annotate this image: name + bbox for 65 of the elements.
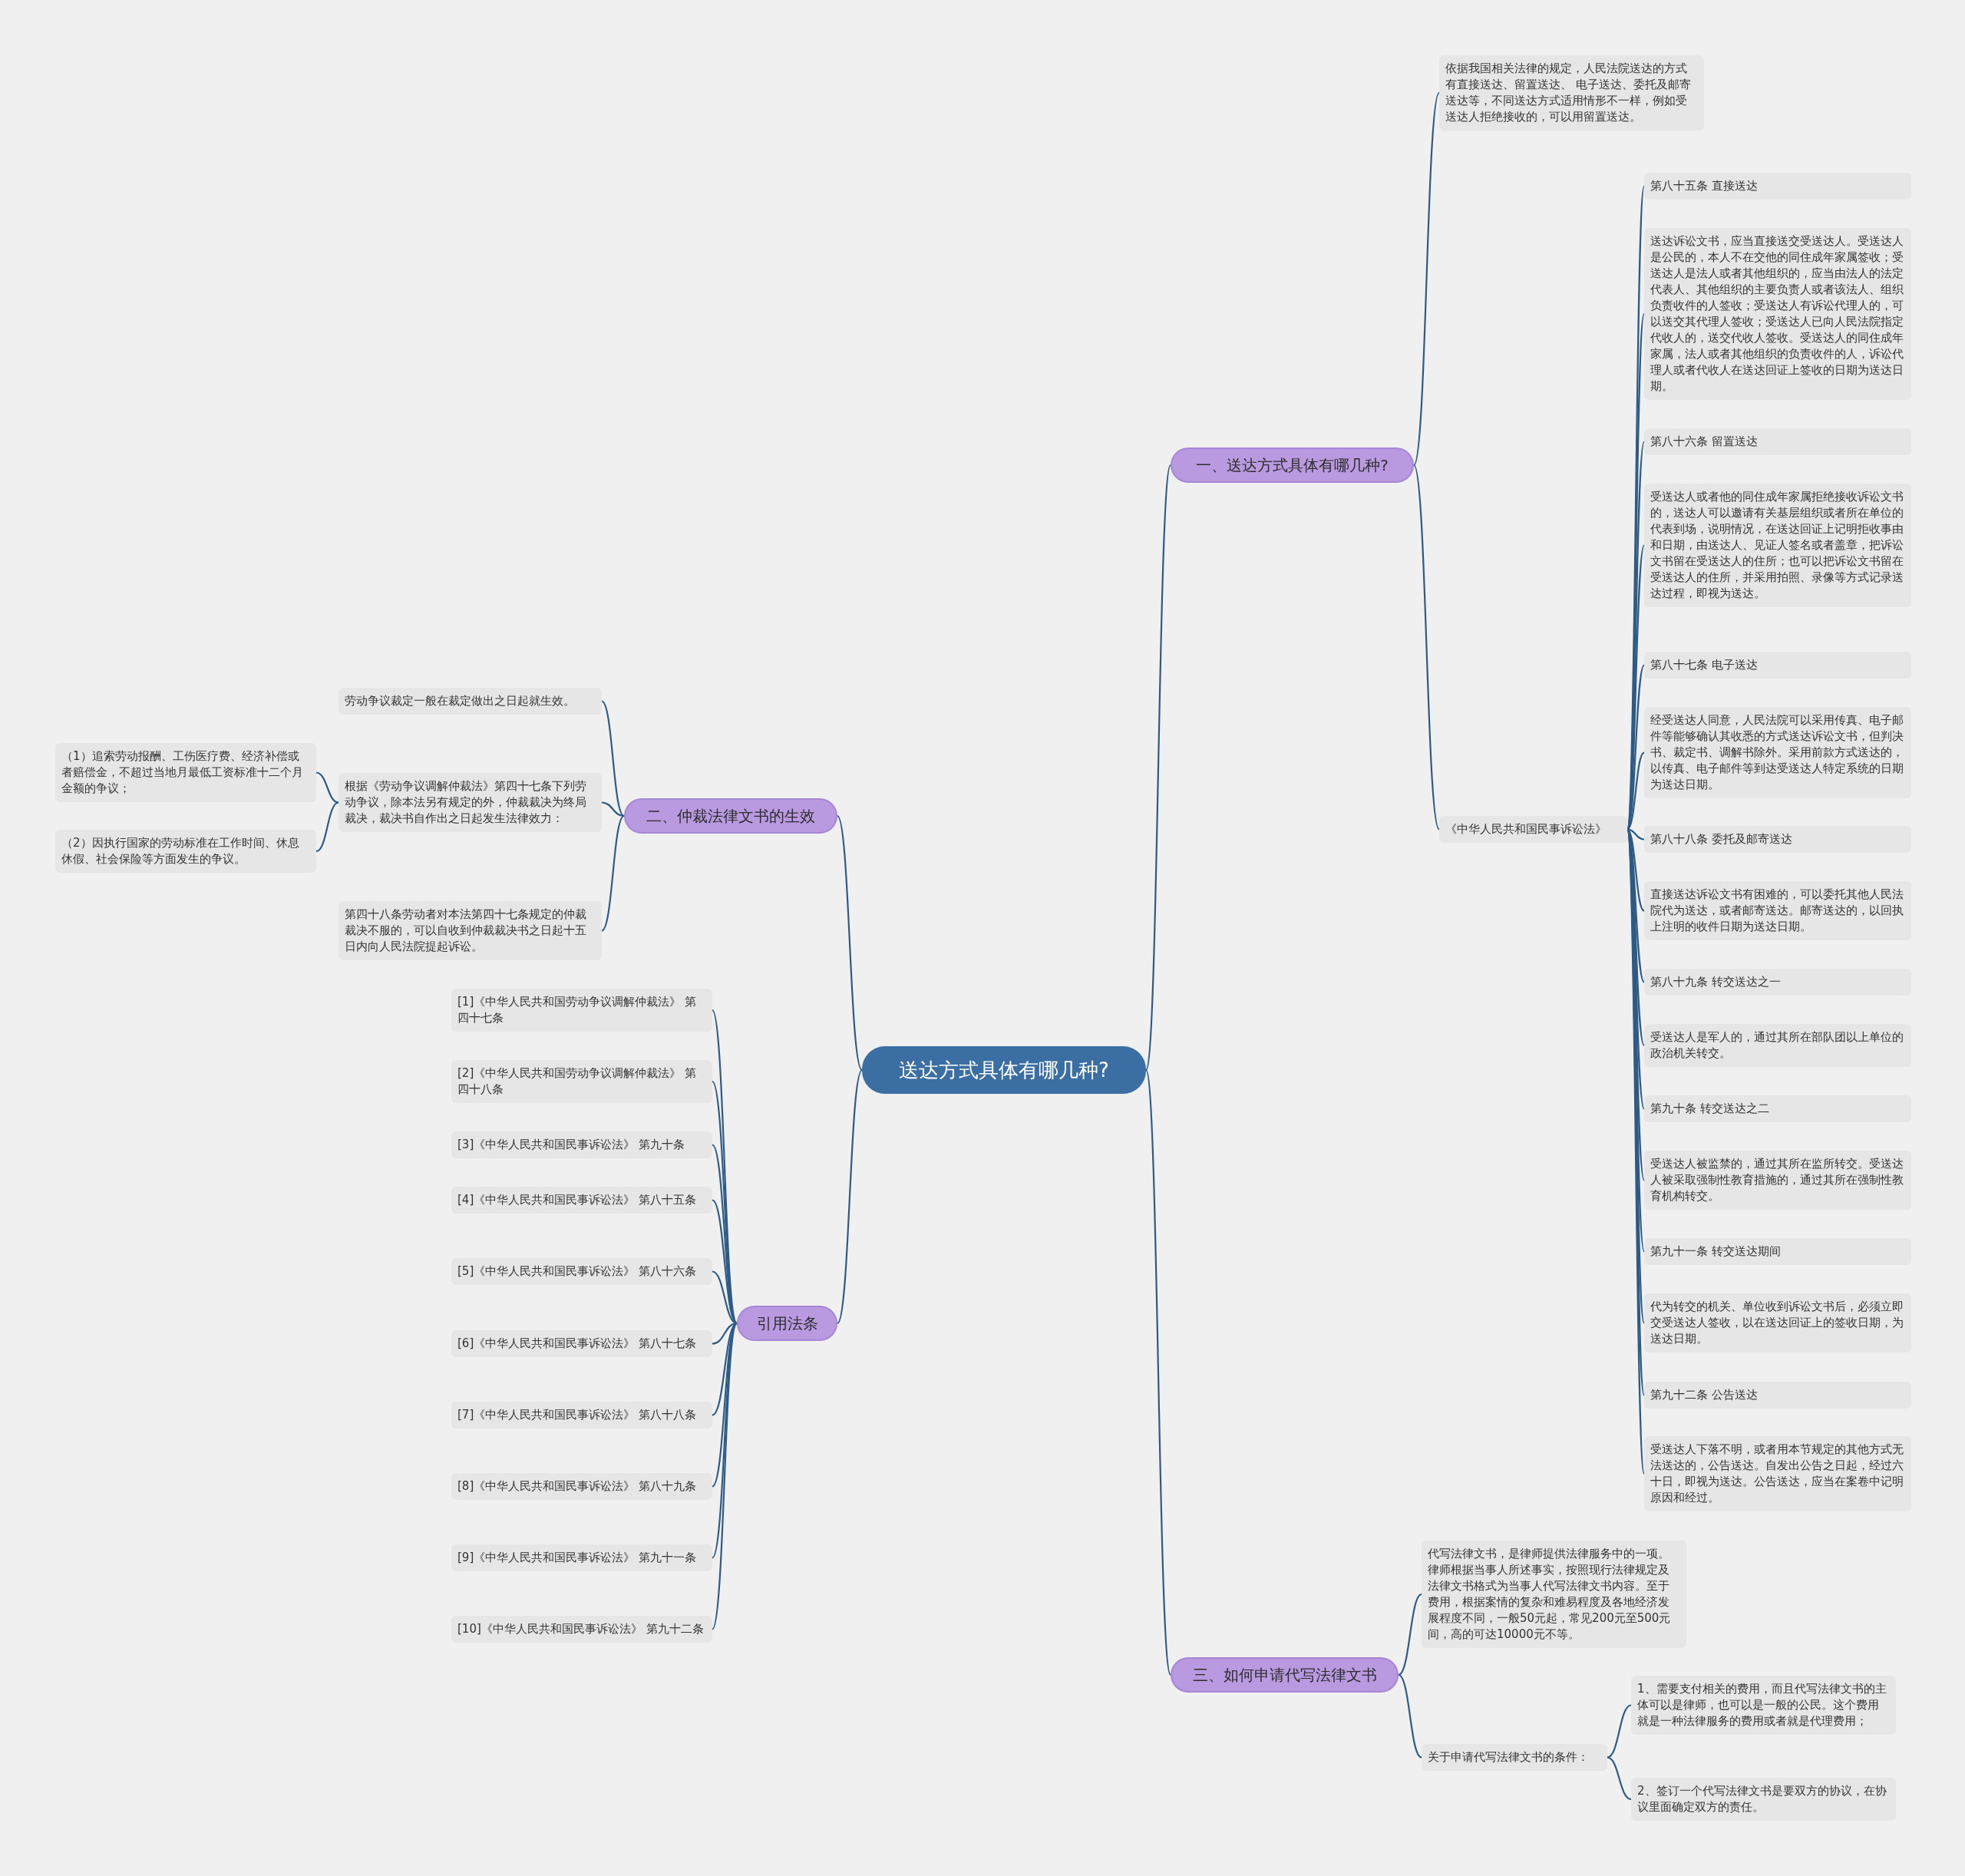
note-box: 关于申请代写法律文书的条件： [1422,1744,1607,1771]
root-topic: 送达方式具体有哪几种? [862,1046,1146,1094]
note-box: 根据《劳动争议调解仲裁法》第四十七条下列劳动争议，除本法另有规定的外，仲裁裁决为终局裁决，裁决书自作出之日起发生法律效力： [339,773,602,832]
connector-line [601,815,625,932]
note-box: [4]《中华人民共和国民事诉讼法》 第八十五条 [451,1187,712,1214]
connector-line [712,1323,738,1559]
connector-line [712,1009,738,1324]
note-box: 《中华人民共和国民事诉讼法》 [1439,816,1627,843]
note-box: 受送达人下落不明，或者用本节规定的其他方式无法送达的，公告送达。自发出公告之日起，经过六十日，即视为送达。公告送达，应当在案卷中记明原因和经过。 [1644,1436,1911,1511]
note-box: [8]《中华人民共和国民事诉讼法》 第八十九条 [451,1473,712,1500]
connector-line [1626,828,1645,841]
connector-line [1412,92,1441,466]
note-box: [2]《中华人民共和国劳动争议调解仲裁法》 第四十八条 [451,1060,712,1103]
note-box: （2）因执行国家的劳动标准在工作时间、休息休假、社会保险等方面发生的争议。 [55,830,316,873]
connector-line [712,1081,738,1324]
note-box: [7]《中华人民共和国民事诉讼法》 第八十八条 [451,1402,712,1428]
note-box: [9]《中华人民共和国民事诉讼法》 第九十一条 [451,1544,712,1571]
note-box: [5]《中华人民共和国民事诉讼法》 第八十六条 [451,1258,712,1285]
connector-line [601,700,625,817]
connector-line [1607,1704,1632,1759]
branch-topic: 一、送达方式具体有哪几种? [1171,448,1414,483]
connector-line [837,815,863,1071]
note-box: 代为转交的机关、单位收到诉讼文书后，必须立即交受送达人签收，以在送达回证上的签收日期，为送达日期。 [1644,1293,1911,1353]
note-box: 第四十八条劳动者对本法第四十七条规定的仲裁裁决不服的，可以自收到仲裁裁决书之日起十五日内向人民法院提起诉讼。 [339,901,602,960]
connector-line [1144,1069,1172,1676]
connector-line [1398,1594,1422,1676]
note-box: 依据我国相关法律的规定，人民法院送达的方式有直接送达、留置送达、 电子送达、委托及邮寄送达等，不同送达方式适用情形不一样，例如受送达人拒绝接收的，可以用留置送达。 [1439,55,1704,130]
branch-topic: 三、如何申请代写法律文书 [1171,1657,1399,1693]
note-box: 代写法律文书，是律师提供法律服务中的一项。律师根据当事人所述事实，按照现行法律规定及法律文书格式为当事人代写法律文书内容。至于费用，根据案情的复杂和难易程度及各地经济发展程度不同，一般50元起，常见200元至500元间，高的可达10000元不等。 [1422,1541,1686,1648]
connector-line [1144,464,1172,1071]
note-box: 第九十一条 转交送达期间 [1644,1238,1911,1265]
connector-line [1607,1756,1632,1801]
note-box: 第九十条 转交送达之二 [1644,1095,1911,1122]
note-box: 经受送达人同意，人民法院可以采用传真、电子邮件等能够确认其收悉的方式送达诉讼文书，但判决书、裁定书、调解书除外。采用前款方式送达的，以传真、电子邮件等到达受送达人特定系统的日期为送达日期。 [1644,707,1911,798]
branch-topic: 引用法条 [737,1306,837,1341]
connector-line [712,1270,738,1325]
note-box: 2、签订一个代写法律文书是要双方的协议，在协议里面确定双方的责任。 [1631,1778,1896,1821]
connector-line [1626,751,1645,831]
note-box: 劳动争议裁定一般在裁定做出之日起就生效。 [339,688,602,715]
note-box: 送达诉讼文书，应当直接送交受送达人。受送达人是公民的，本人不在交他的同住成年家属签收；受送达人是法人或者其他组织的，应当由法人的法定代表人、其他组织的主要负责人或者该法人、组织负责收件的人签收；受送达人有诉讼代理人的，可以送交其代理人签收；受送达人已向人民法院指定代收人的，送交代收人签收。受送达人的同住成年家属，法人或者其他组织的负责收件的人，诉讼代理人或者代收人在送达回证上签收的日期为送达日期。 [1644,228,1911,400]
note-box: 第八十八条 委托及邮寄送达 [1644,826,1911,853]
note-box: 第九十二条 公告送达 [1644,1382,1911,1409]
connector-line [1413,464,1440,830]
note-box: [6]《中华人民共和国民事诉讼法》 第八十七条 [451,1330,712,1357]
note-box: [3]《中华人民共和国民事诉讼法》 第九十条 [451,1131,712,1158]
note-box: [1]《中华人民共和国劳动争议调解仲裁法》 第四十七条 [451,989,712,1032]
note-box: 第八十六条 留置送达 [1644,428,1911,455]
note-box: 受送达人或者他的同住成年家属拒绝接收诉讼文书的，送达人可以邀请有关基层组织或者所在单位的代表到场，说明情况，在送达回证上记明拒收事由和日期，由送达人、见证人签名或者盖章，把诉讼文书留在受送达人的住所；也可以把诉讼文书留在受送达人的住所，并采用拍照、录像等方式记录送达过程，即视为送达。 [1644,484,1911,607]
connector-line [315,801,339,853]
note-box: 第八十九条 转交送达之一 [1644,969,1911,996]
note-box: 直接送达诉讼文书有困难的，可以委托其他人民法院代为送达，或者邮寄送达。邮寄送达的，以回执上注明的收件日期为送达日期。 [1644,881,1911,940]
note-box: 1、需要支付相关的费用，而且代写法律文书的主体可以是律师，也可以是一般的公民。这个费用就是一种法律服务的费用或者就是代理费用； [1631,1676,1896,1735]
connector-line [1398,1674,1422,1759]
note-box: 受送达人被监禁的，通过其所在监所转交。受送达人被采取强制性教育措施的，通过其所在强制性教育机构转交。 [1644,1151,1911,1210]
connector-line [837,1069,863,1324]
connector-line [601,801,625,817]
note-box: 第八十七条 电子送达 [1644,652,1911,679]
branch-topic: 二、仲裁法律文书的生效 [624,798,837,834]
connector-line [315,771,339,804]
note-box: 第八十五条 直接送达 [1644,173,1911,200]
note-box: [10]《中华人民共和国民事诉讼法》 第九十二条 [451,1616,712,1643]
note-box: 受送达人是军人的，通过其所在部队团以上单位的政治机关转交。 [1644,1024,1911,1067]
connector-line [712,1323,738,1630]
note-box: （1）追索劳动报酬、工伤医疗费、经济补偿或者赔偿金，不超过当地月最低工资标准十二个月金额的争议； [55,743,316,802]
connector-line [1626,828,1645,912]
